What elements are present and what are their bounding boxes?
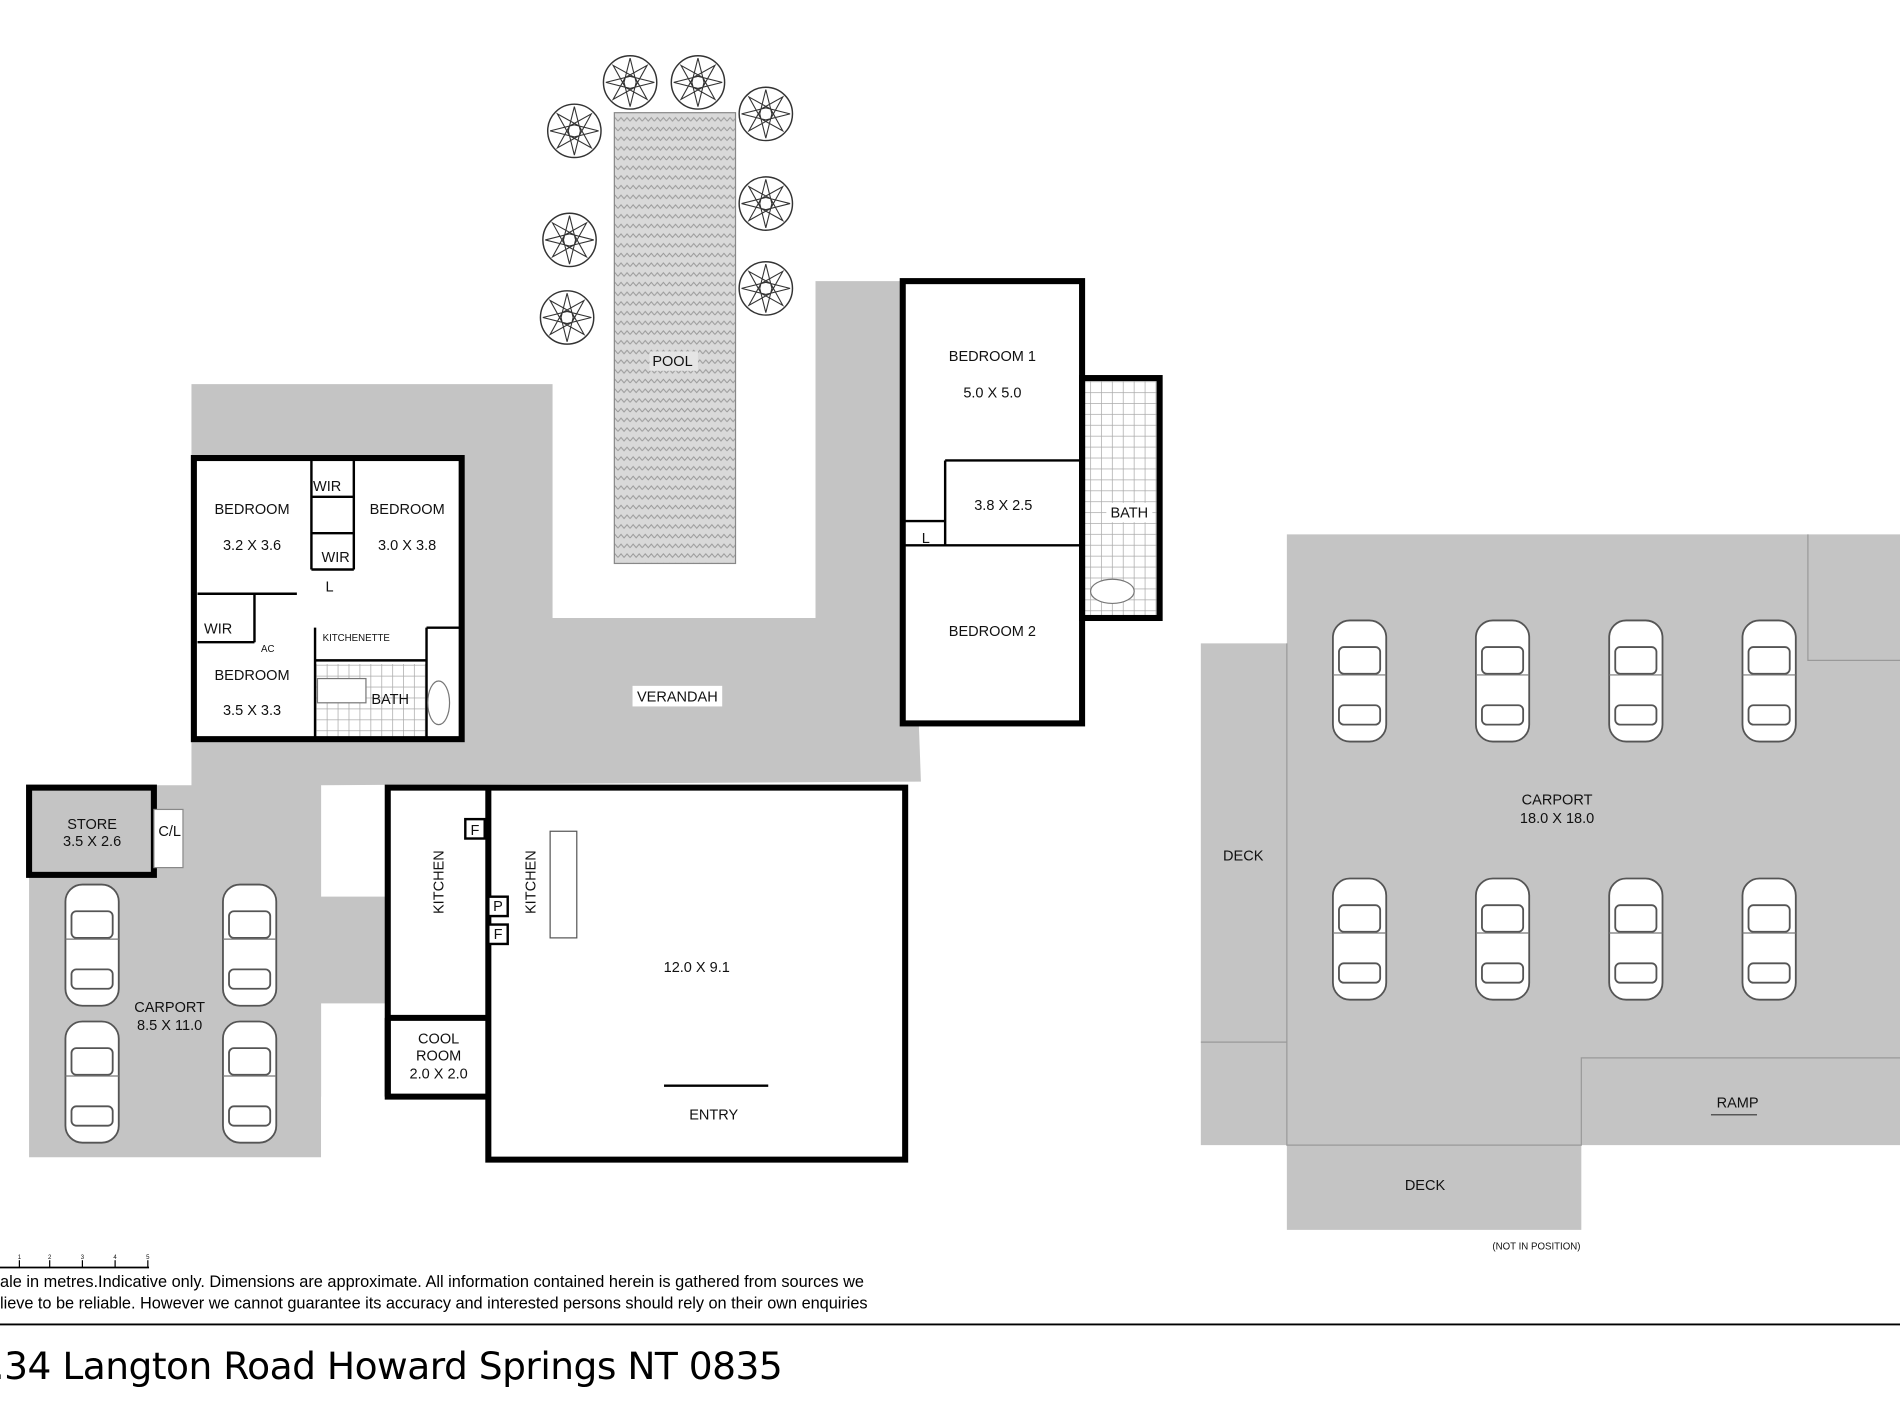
car-icon <box>222 1020 278 1144</box>
bedroom-a-label: BEDROOM <box>214 502 289 518</box>
scale-bar: 1 2 3 4 5 <box>0 1255 150 1269</box>
cool-room-label: ROOM <box>416 1048 461 1064</box>
bath-label: BATH <box>1110 505 1148 521</box>
bedroom-b-label: BEDROOM <box>370 502 445 518</box>
property-address: .34 Langton Road Howard Springs NT 0835 <box>0 1344 783 1388</box>
car-icon <box>1474 877 1531 1001</box>
car-icon <box>1741 619 1797 743</box>
bedroom-1-size: 5.0 X 5.0 <box>963 385 1021 401</box>
fridge-label: F <box>494 927 503 943</box>
scale-tick: 3 <box>81 1255 85 1261</box>
store-size: 3.5 X 2.6 <box>63 834 121 850</box>
car-icon <box>1741 877 1797 1001</box>
car-icon <box>1474 619 1531 743</box>
bedroom-a-size: 3.2 X 3.6 <box>223 538 281 554</box>
pantry-label: P <box>493 899 503 915</box>
disclaimer-line-2: lieve to be reliable. However we cannot … <box>0 1295 868 1313</box>
pool <box>613 112 737 565</box>
car-icon <box>222 883 278 1007</box>
car-icon <box>64 883 120 1007</box>
carport-right-size: 18.0 X 18.0 <box>1520 811 1594 827</box>
deck-label: DECK <box>1223 848 1264 864</box>
kitchen-label: KITCHEN <box>524 850 540 914</box>
deck-label: DECK <box>1405 1178 1446 1194</box>
bedroom-c-label: BEDROOM <box>214 668 289 684</box>
wir-label: WIR <box>204 622 232 638</box>
car-icon <box>1608 877 1664 1001</box>
car-icon <box>1331 877 1388 1001</box>
tree-icon <box>738 176 794 231</box>
verandah-label: VERANDAH <box>637 690 718 706</box>
fridge-label: F <box>471 823 480 839</box>
carport-left-label: CARPORT <box>134 1000 205 1016</box>
cl-label: C/L <box>158 824 181 840</box>
pool-label: POOL <box>652 354 692 370</box>
tree-icon <box>670 55 726 110</box>
main-building <box>321 784 909 1163</box>
car-icon <box>1608 619 1664 743</box>
carport-right-notch <box>1807 534 1900 662</box>
bedroom-c-size: 3.5 X 3.3 <box>223 703 281 719</box>
tree-icon <box>539 290 595 345</box>
tree-icon <box>602 55 658 110</box>
carport-right-label: CARPORT <box>1522 793 1593 809</box>
scale-tick: 5 <box>146 1255 150 1261</box>
kitchen-label: KITCHEN <box>431 850 447 914</box>
left-house <box>190 455 465 743</box>
tree-icon <box>738 86 794 142</box>
scale-tick: 4 <box>113 1255 117 1261</box>
tree-icon <box>546 103 602 159</box>
cool-room-size: 2.0 X 2.0 <box>410 1066 468 1082</box>
tree-icon <box>738 261 794 316</box>
right-wing <box>899 278 1163 727</box>
ramp-label: RAMP <box>1717 1096 1759 1112</box>
scale-tick: 2 <box>48 1255 52 1261</box>
laundry-label: L <box>326 579 334 595</box>
bedroom-2-label: BEDROOM 2 <box>949 624 1036 640</box>
store-label: STORE <box>67 817 117 833</box>
wir-label: WIR <box>313 479 341 495</box>
not-in-position-note: (NOT IN POSITION) <box>1492 1241 1580 1252</box>
bedroom-b-size: 3.0 X 3.8 <box>378 538 436 554</box>
main-room-size: 12.0 X 9.1 <box>664 960 730 976</box>
carport-right-lines <box>1286 643 1900 1146</box>
laundry-label: L <box>922 531 930 547</box>
disclaimer-line-1: ale in metres.Indicative only. Dimension… <box>0 1273 864 1291</box>
entry-label: ENTRY <box>689 1108 738 1124</box>
kitchenette-label: KITCHENETTE <box>323 633 391 644</box>
carport-left-size: 8.5 X 11.0 <box>137 1018 202 1034</box>
bath-label: BATH <box>371 692 409 708</box>
cool-room-label: COOL <box>418 1031 459 1047</box>
bedroom-1-label: BEDROOM 1 <box>949 349 1036 365</box>
scale-tick: 1 <box>18 1255 22 1261</box>
ac-label: AC <box>261 644 274 655</box>
hall-size: 3.8 X 2.5 <box>974 498 1032 514</box>
car-icon <box>64 1020 120 1144</box>
wir-label: WIR <box>322 550 350 566</box>
car-icon <box>1331 619 1388 743</box>
tree-icon <box>542 212 597 268</box>
